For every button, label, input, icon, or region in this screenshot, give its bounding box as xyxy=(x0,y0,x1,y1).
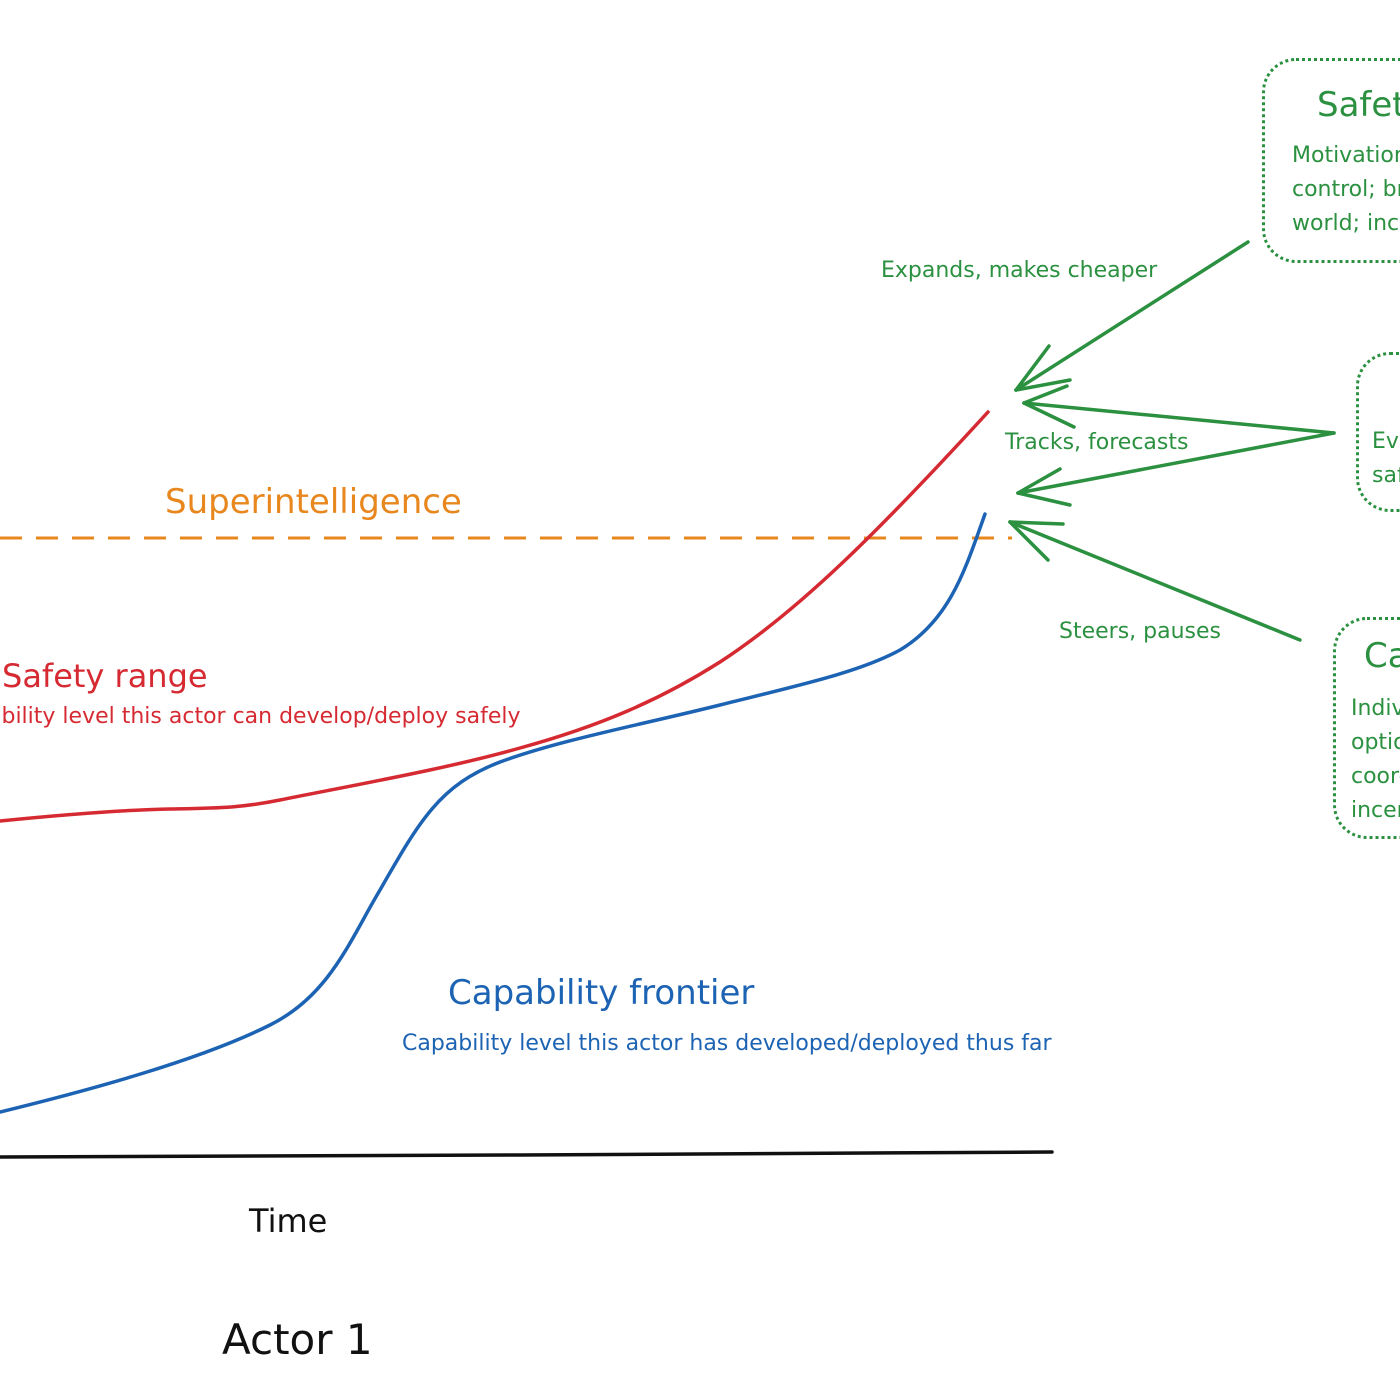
capability-frontier-curve xyxy=(0,512,987,1114)
capability-frontier-subtitle: Capability level this actor has develope… xyxy=(402,1031,1052,1056)
safety-range-curve xyxy=(0,410,990,823)
capability-box-line: optio xyxy=(1351,730,1400,755)
arrow-label-steers: Steers, pauses xyxy=(1059,619,1222,644)
safety-box-line: world; inc xyxy=(1292,211,1400,236)
capability-frontier-title: Capability frontier xyxy=(448,973,755,1013)
arrow-tracks-lower xyxy=(1016,431,1336,507)
arrow-steers xyxy=(1008,520,1302,642)
arrow-label-expands: Expands, makes cheaper xyxy=(881,258,1158,283)
evaluation-box-line: Eva xyxy=(1372,429,1400,454)
superintelligence-label: Superintelligence xyxy=(165,482,462,522)
arrow-label-tracks: Tracks, forecasts xyxy=(1005,430,1189,455)
safety-range-title: Safety range xyxy=(2,657,208,695)
time-axis-line xyxy=(0,1150,1054,1159)
safety-factors-box: Safet Motivation control; br world; inc xyxy=(1262,58,1400,263)
safety-range-subtitle: ability level this actor can develop/dep… xyxy=(0,704,521,729)
safety-box-title: Safet xyxy=(1317,85,1400,125)
evaluation-box-line: saf xyxy=(1372,463,1400,488)
capability-box-title: Ca xyxy=(1364,636,1400,676)
arrow-expands xyxy=(1014,240,1250,392)
safety-box-line: control; br xyxy=(1292,177,1400,202)
capability-box-line: Indiv xyxy=(1351,696,1400,721)
time-axis-label: Time xyxy=(249,1202,328,1240)
capability-box-line: coord xyxy=(1351,764,1400,789)
capability-box-line: incen xyxy=(1351,798,1400,823)
arrow-tracks-upper xyxy=(1022,384,1336,435)
safety-box-line: Motivation xyxy=(1292,143,1400,168)
actor-label: Actor 1 xyxy=(222,1315,373,1364)
evaluation-factors-box: Eva saf xyxy=(1356,352,1400,512)
capability-factors-box: Ca Indiv optio coord incen xyxy=(1333,617,1400,839)
